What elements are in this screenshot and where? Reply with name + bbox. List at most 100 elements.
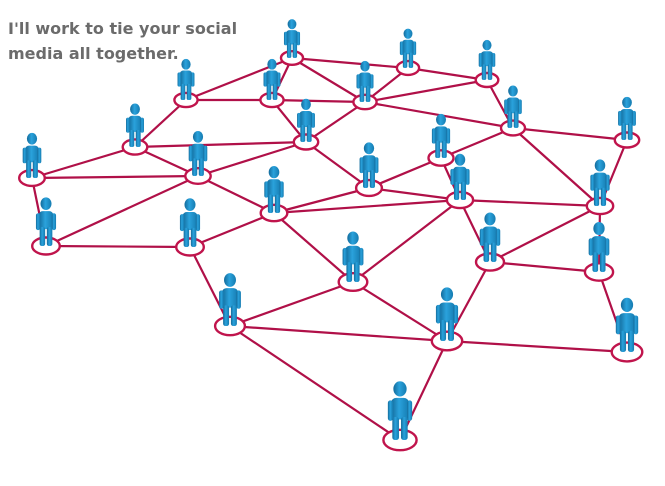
person-figure-icon [35,197,57,246]
node-ring [613,131,641,149]
network-node [18,132,47,188]
network-node [184,130,212,185]
node-ring [121,138,149,156]
person-figure-icon [478,39,496,80]
person-figure-icon [264,166,284,213]
network-link [511,126,602,208]
person-figure-icon [431,113,451,158]
person-figure-icon [588,221,610,272]
network-node [352,60,378,111]
network-link [133,140,308,149]
network-node [292,98,320,151]
network-link [304,140,371,190]
node-ring [610,341,644,363]
node-ring [352,93,378,111]
person-figure-icon [504,85,522,128]
node-ring [279,50,305,67]
person-figure-icon [618,96,636,140]
network-node [259,58,285,109]
person-figure-icon [179,198,201,247]
node-ring [583,262,615,282]
node-ring [499,119,527,137]
network-link [367,186,462,202]
network-node [430,287,464,352]
person-figure-icon [219,273,241,326]
person-figure-icon [387,381,413,440]
network-link [272,186,371,215]
person-figure-icon [22,132,42,178]
node-ring [31,236,62,256]
network-node [395,28,421,77]
network-node [585,159,615,216]
network-link [44,174,200,248]
network-node [31,197,62,256]
network-node [382,381,418,452]
network-node [474,39,500,89]
node-ring [184,166,212,185]
node-ring [430,330,464,352]
network-node [174,198,205,257]
person-figure-icon [177,58,195,100]
network-link [188,211,276,249]
network-link [290,56,367,104]
network-link [511,126,629,142]
network-link [196,140,308,178]
person-figure-icon [263,58,281,100]
network-link [304,100,367,144]
network-node [173,58,199,109]
network-node [613,96,641,149]
network-node [354,142,384,198]
network-link [133,98,188,149]
network-link [445,260,492,343]
person-figure-icon [188,130,208,176]
person-figure-icon [399,28,417,68]
network-link [272,198,462,215]
node-ring [474,252,506,272]
person-figure-icon [450,153,470,200]
node-ring [445,190,475,210]
network-link [44,244,192,249]
network-nodes [18,19,644,452]
node-ring [474,71,500,89]
network-link [351,280,449,343]
network-link [363,78,489,104]
network-link [290,56,410,70]
person-figure-icon [126,103,144,147]
node-ring [395,59,421,77]
network-link [439,126,515,160]
network-node [474,212,506,272]
caption-text: I'll work to tie your social media all t… [8,19,238,63]
person-figure-icon [342,231,364,282]
network-link [30,174,200,180]
node-ring [337,272,369,293]
network-link [272,211,355,284]
network-link [228,280,355,328]
network-node [337,231,369,293]
network-link [488,204,602,264]
network-link [445,339,629,354]
node-ring [173,91,199,109]
person-figure-icon [297,98,315,142]
person-figure-icon [359,142,379,188]
network-node [427,113,455,167]
network-node [121,103,149,156]
network-node [583,221,615,282]
node-ring [259,91,285,109]
node-ring [382,428,418,452]
network-link [30,145,137,180]
network-node [610,297,644,363]
node-ring [292,133,320,151]
network-link [398,339,449,442]
network-link [406,66,489,82]
network-link [367,156,443,190]
node-ring [213,315,247,337]
node-ring [18,168,47,188]
node-ring [174,237,205,257]
network-node [445,153,475,210]
network-link [488,260,601,274]
node-ring [427,149,455,167]
person-figure-icon [615,297,639,352]
network-node [213,273,247,337]
